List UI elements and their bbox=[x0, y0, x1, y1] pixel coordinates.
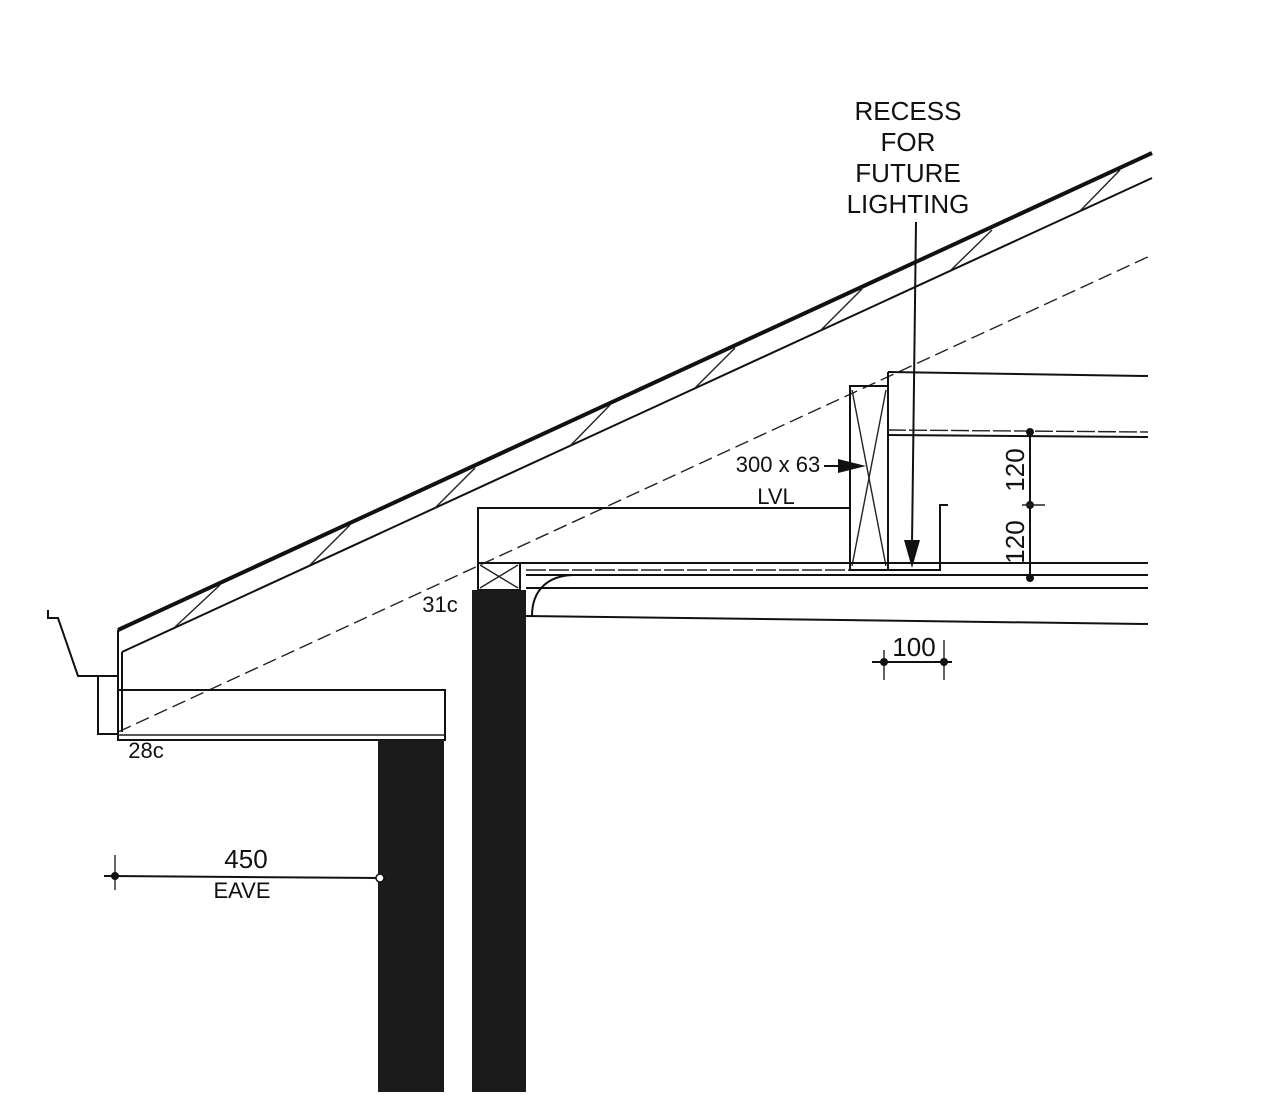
dim-eave-line bbox=[103, 875, 387, 879]
recess-label-line2: FOR bbox=[881, 127, 936, 157]
upper-ceiling-lining-2 bbox=[887, 434, 1149, 438]
recess-arrow-line bbox=[911, 221, 917, 546]
dim-upper-120: 120 bbox=[1000, 448, 1030, 491]
eave-soffit-board bbox=[117, 689, 446, 741]
gutter bbox=[47, 610, 118, 677]
ceiling-bottom-2 bbox=[525, 615, 1149, 625]
eave-value-label: 450 bbox=[224, 844, 267, 874]
roof-sheeting-line bbox=[117, 151, 1153, 632]
outer-wall bbox=[378, 740, 444, 1092]
upper-joist-top bbox=[887, 371, 1149, 377]
ceiling-joist bbox=[477, 507, 851, 564]
recess-label-line4: LIGHTING bbox=[847, 189, 970, 219]
recess-label-line1: RECESS bbox=[855, 96, 962, 126]
dim-eave-ticks bbox=[111, 855, 385, 890]
ref-31c-label: 31c bbox=[422, 592, 457, 617]
rafter-underside-line bbox=[121, 177, 1153, 653]
recess-box bbox=[888, 504, 948, 571]
eave-text-label: EAVE bbox=[213, 878, 270, 903]
upper-ceiling-lining bbox=[887, 429, 1149, 433]
dim-vertical-ticks bbox=[1022, 428, 1045, 582]
dim-100-label: 100 bbox=[892, 632, 935, 662]
lvl-beam-cross bbox=[851, 389, 887, 567]
dim-lower-120: 120 bbox=[1000, 520, 1030, 563]
ceiling-line-lower bbox=[117, 254, 1153, 733]
lvl-type-label: LVL bbox=[757, 484, 795, 509]
ceiling-cornice-curve bbox=[531, 574, 1148, 617]
inner-wall bbox=[472, 590, 526, 1092]
lvl-size-label: 300 x 63 bbox=[736, 452, 820, 477]
recess-label-line3: FUTURE bbox=[855, 158, 960, 188]
fascia-board bbox=[97, 675, 119, 735]
recess-arrow-head bbox=[904, 540, 920, 568]
dim-100-ticks bbox=[880, 640, 948, 680]
rafter-hatch bbox=[174, 169, 1121, 628]
ref-28c-label: 28c bbox=[128, 738, 163, 763]
top-plate-cross bbox=[479, 564, 519, 589]
lvl-pointer-head bbox=[838, 459, 866, 473]
